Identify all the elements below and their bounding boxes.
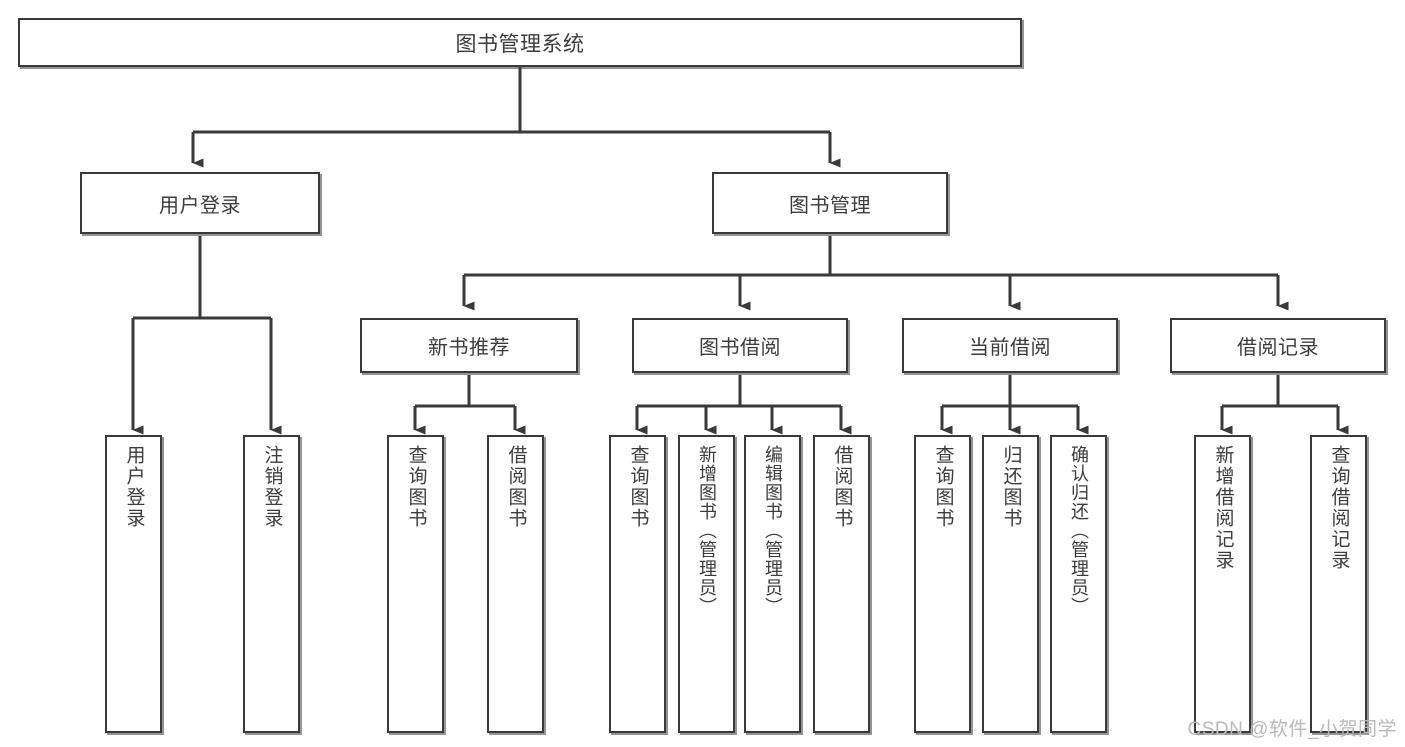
node-label: 借阅记录 (1237, 337, 1319, 359)
leaf-borrow-book-2[interactable]: 借阅图书 (813, 435, 870, 733)
leaf-borrow-book-1[interactable]: 借阅图书 (487, 435, 544, 733)
csdn-watermark: CSDN @软件_小贺同学 (1187, 719, 1397, 740)
leaf-user-logout[interactable]: 注销登录 (243, 435, 300, 733)
node-label: 图书管理 (789, 194, 871, 217)
node-label: 新增图书（管理员） (696, 445, 717, 616)
leaf-query-borrow-record[interactable]: 查询借阅记录 (1310, 435, 1367, 733)
leaf-query-book-3[interactable]: 查询图书 (914, 435, 971, 733)
leaf-return-book[interactable]: 归还图书 (982, 435, 1039, 733)
leaf-query-book-1[interactable]: 查询图书 (387, 435, 444, 733)
node-user-login[interactable]: 用户登录 (80, 172, 320, 234)
node-label: 借阅图书 (831, 445, 853, 529)
node-label: 图书借阅 (699, 337, 781, 359)
leaf-add-book-admin[interactable]: 新增图书（管理员） (678, 435, 735, 733)
leaf-query-book-2[interactable]: 查询图书 (609, 435, 666, 733)
node-label: 用户登录 (123, 445, 145, 529)
leaf-confirm-return-admin[interactable]: 确认归还（管理员） (1050, 435, 1107, 733)
node-new-book-recommend[interactable]: 新书推荐 (360, 318, 578, 373)
node-label: 当前借阅 (969, 337, 1051, 359)
node-label: 图书管理系统 (455, 32, 585, 56)
node-book-manage[interactable]: 图书管理 (712, 172, 948, 234)
node-root-system[interactable]: 图书管理系统 (18, 18, 1022, 67)
node-label: 查询图书 (627, 445, 649, 529)
leaf-add-borrow-record[interactable]: 新增借阅记录 (1194, 435, 1251, 733)
node-book-borrow[interactable]: 图书借阅 (632, 318, 848, 373)
leaf-edit-book-admin[interactable]: 编辑图书（管理员） (744, 435, 801, 733)
node-label: 注销登录 (261, 445, 283, 529)
node-current-borrow[interactable]: 当前借阅 (902, 318, 1118, 373)
node-label: 查询图书 (932, 445, 954, 529)
node-label: 归还图书 (1000, 445, 1022, 529)
leaf-user-login[interactable]: 用户登录 (105, 435, 162, 733)
node-label: 编辑图书（管理员） (762, 445, 783, 616)
node-label: 确认归还（管理员） (1068, 445, 1089, 616)
node-label: 借阅图书 (505, 445, 527, 529)
node-label: 新增借阅记录 (1212, 445, 1234, 571)
node-label: 查询借阅记录 (1328, 445, 1350, 571)
node-borrow-record[interactable]: 借阅记录 (1170, 318, 1386, 373)
node-label: 新书推荐 (428, 337, 510, 359)
node-label: 用户登录 (159, 194, 241, 217)
node-label: 查询图书 (405, 445, 427, 529)
